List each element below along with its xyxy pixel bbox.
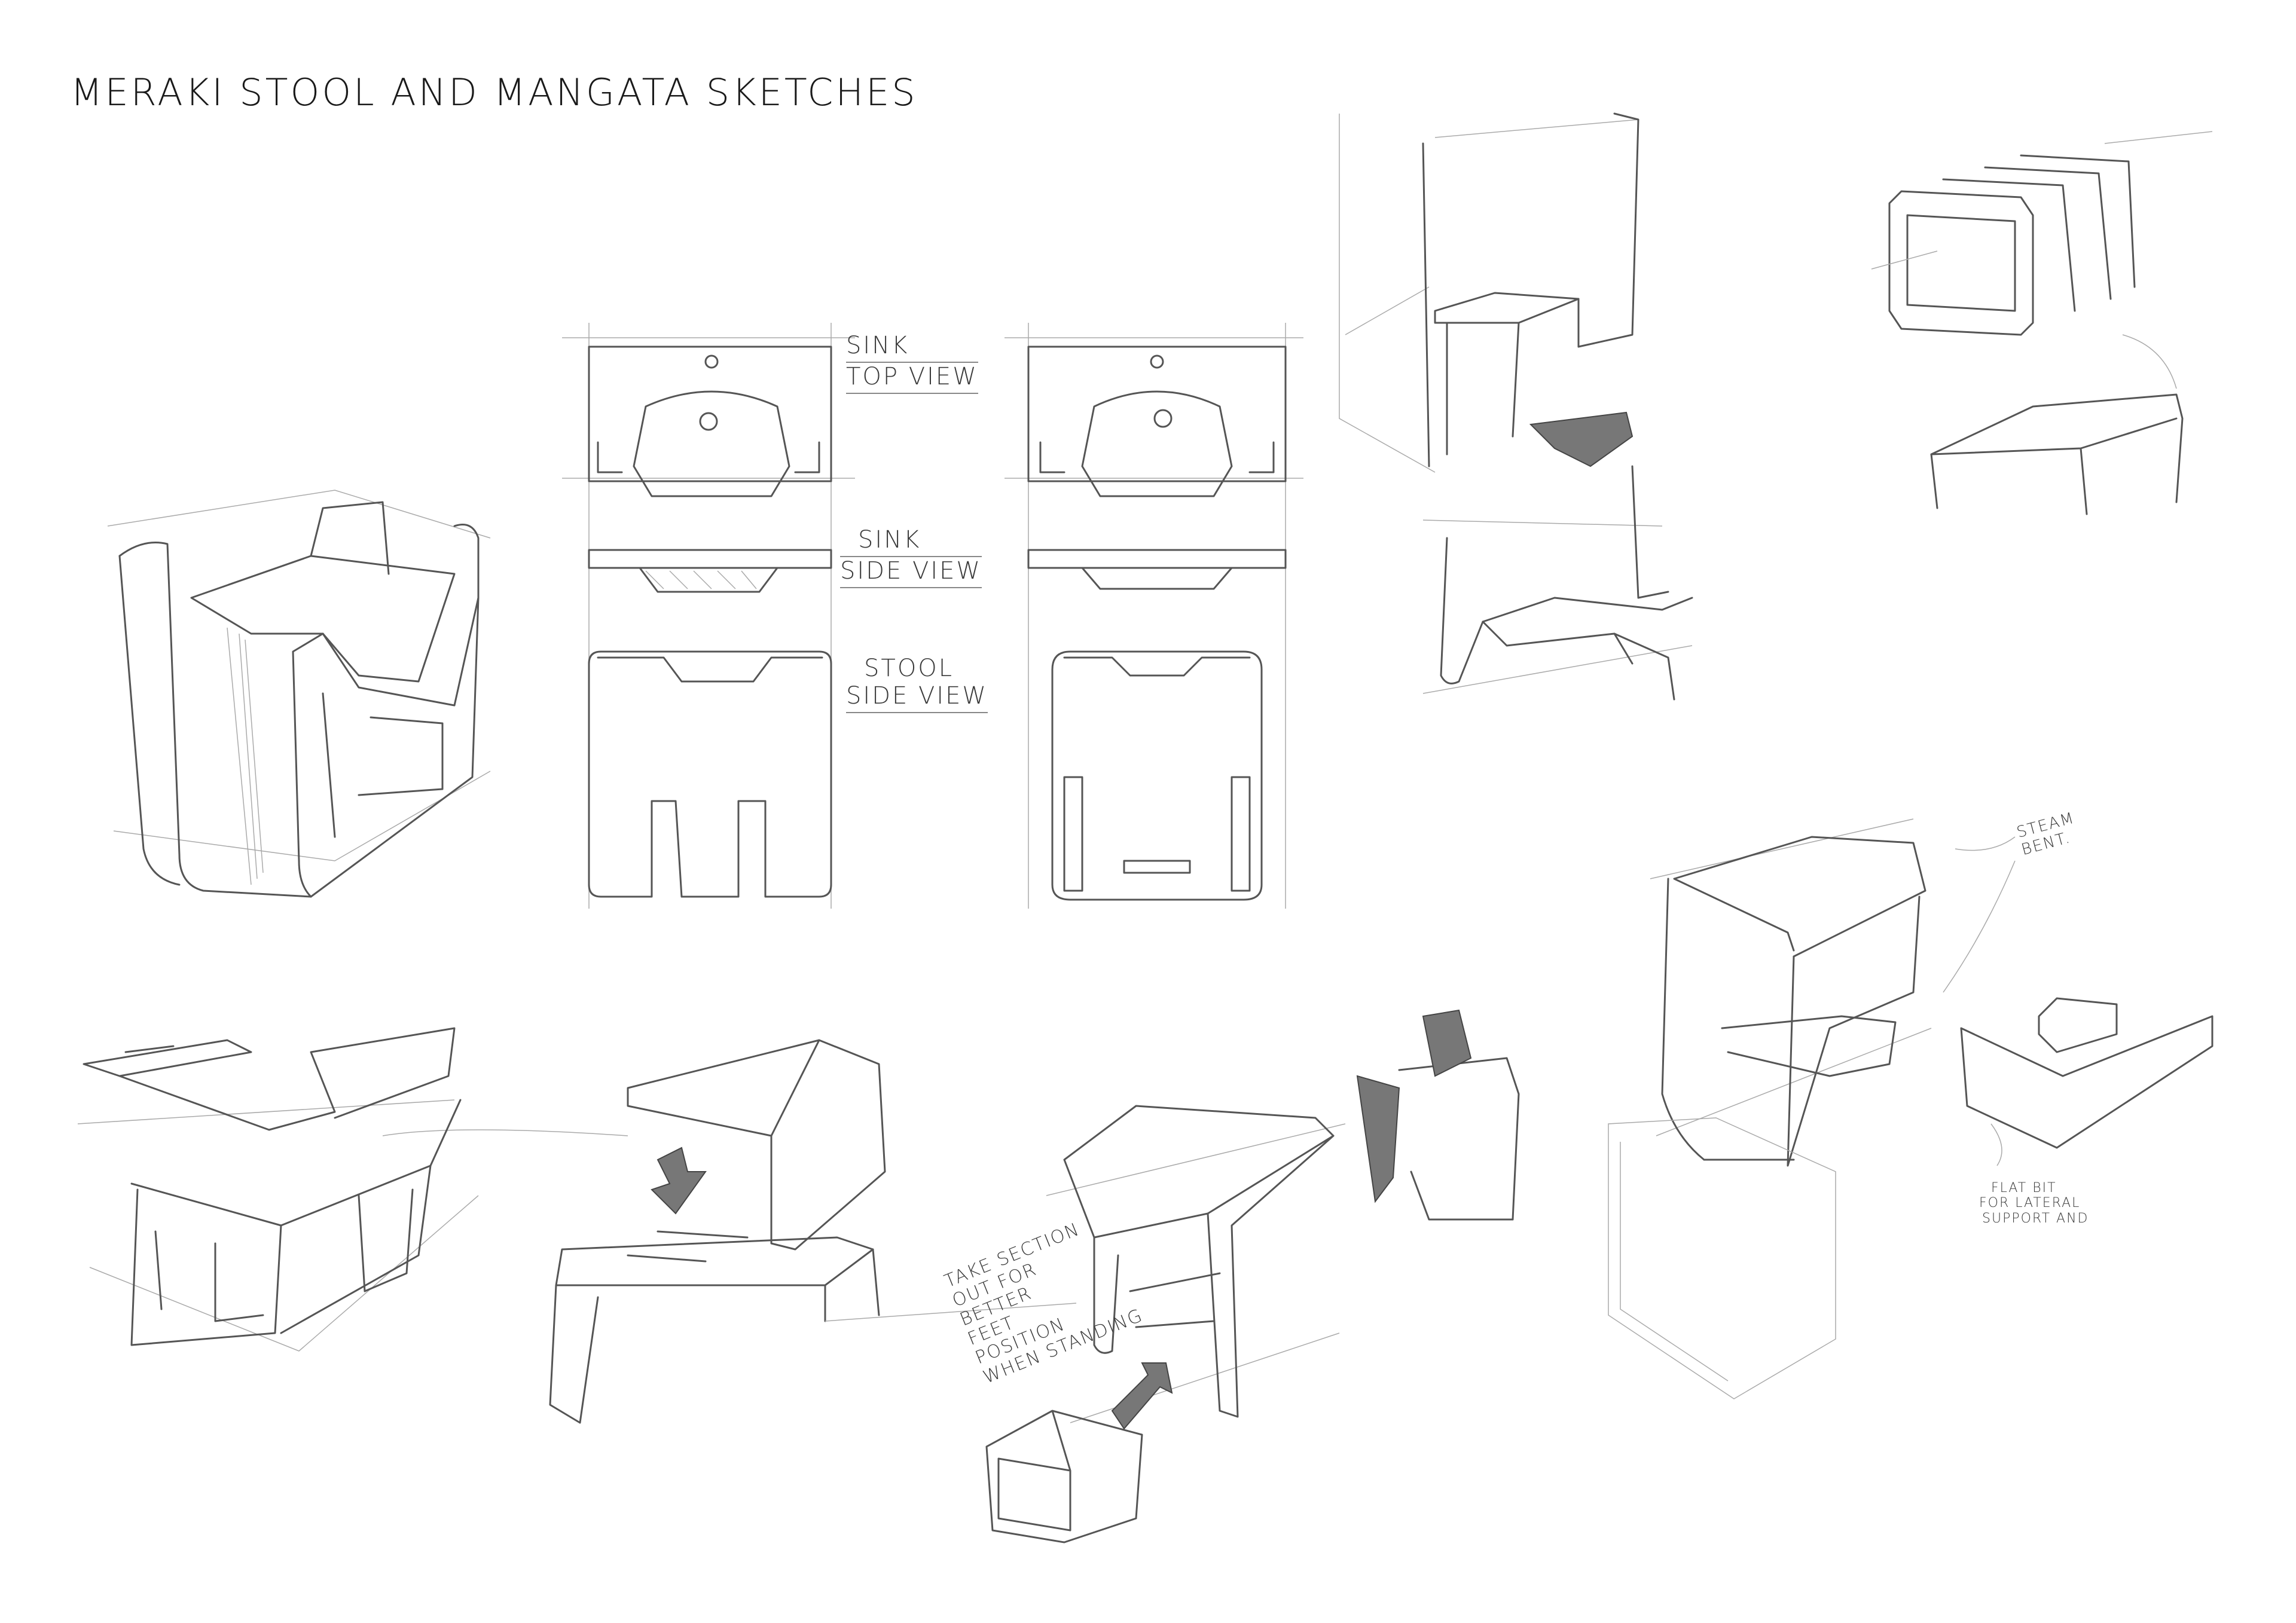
sink-side-view-right [1027,549,1287,590]
block-and-step-sketch [1339,112,1639,473]
box-with-down-arrow-sketch [627,1039,886,1251]
sink-side-view-left [588,549,832,593]
block-with-arrow-sketch [1356,1009,1520,1221]
frames-exploded-sketch [1871,131,2213,336]
sink-label: SINK [840,526,982,557]
sink-label: SINK [846,332,978,363]
flat-bit-note: FLAT BIT FOR LATERAL SUPPORT AND [1979,1181,2089,1226]
sink-top-view-left [562,323,855,909]
note-line: FOR LATERAL [1979,1196,2081,1211]
note-line: FLAT BIT [1991,1181,2057,1196]
stool-side-view-left [588,650,832,898]
chair-bottom-left-sketch [77,1027,628,1352]
box-lower-right-sketch [1608,1117,1836,1399]
stool-label: STOOL [864,655,954,682]
bench-with-slots-sketch [549,1230,1077,1424]
top-view-label: TOP VIEW [846,363,978,394]
chair-steam-bent-sketch [1650,818,2016,1167]
footrest-box-sketch [985,1362,1173,1543]
side-view-label: SIDE VIEW [846,682,988,713]
stool-side-view-right [1051,650,1263,901]
stool-small-sketch [1422,465,1693,701]
tray-sketch [1960,997,2213,1166]
sink-top-view-label: SINK TOP VIEW [846,332,978,394]
stool-perspective-sketch [107,490,491,898]
side-view-label: SIDE VIEW [840,557,982,588]
sink-side-view-label: SINK SIDE VIEW [840,526,982,588]
sink-top-view-right [1004,323,1303,909]
bench-top-right-sketch [1930,334,2184,515]
stool-side-view-label: STOOL SIDE VIEW [846,655,988,713]
note-line: SUPPORT AND [1982,1211,2089,1226]
page-title: MERAKI STOOL AND MANGATA SKETCHES [71,71,918,114]
